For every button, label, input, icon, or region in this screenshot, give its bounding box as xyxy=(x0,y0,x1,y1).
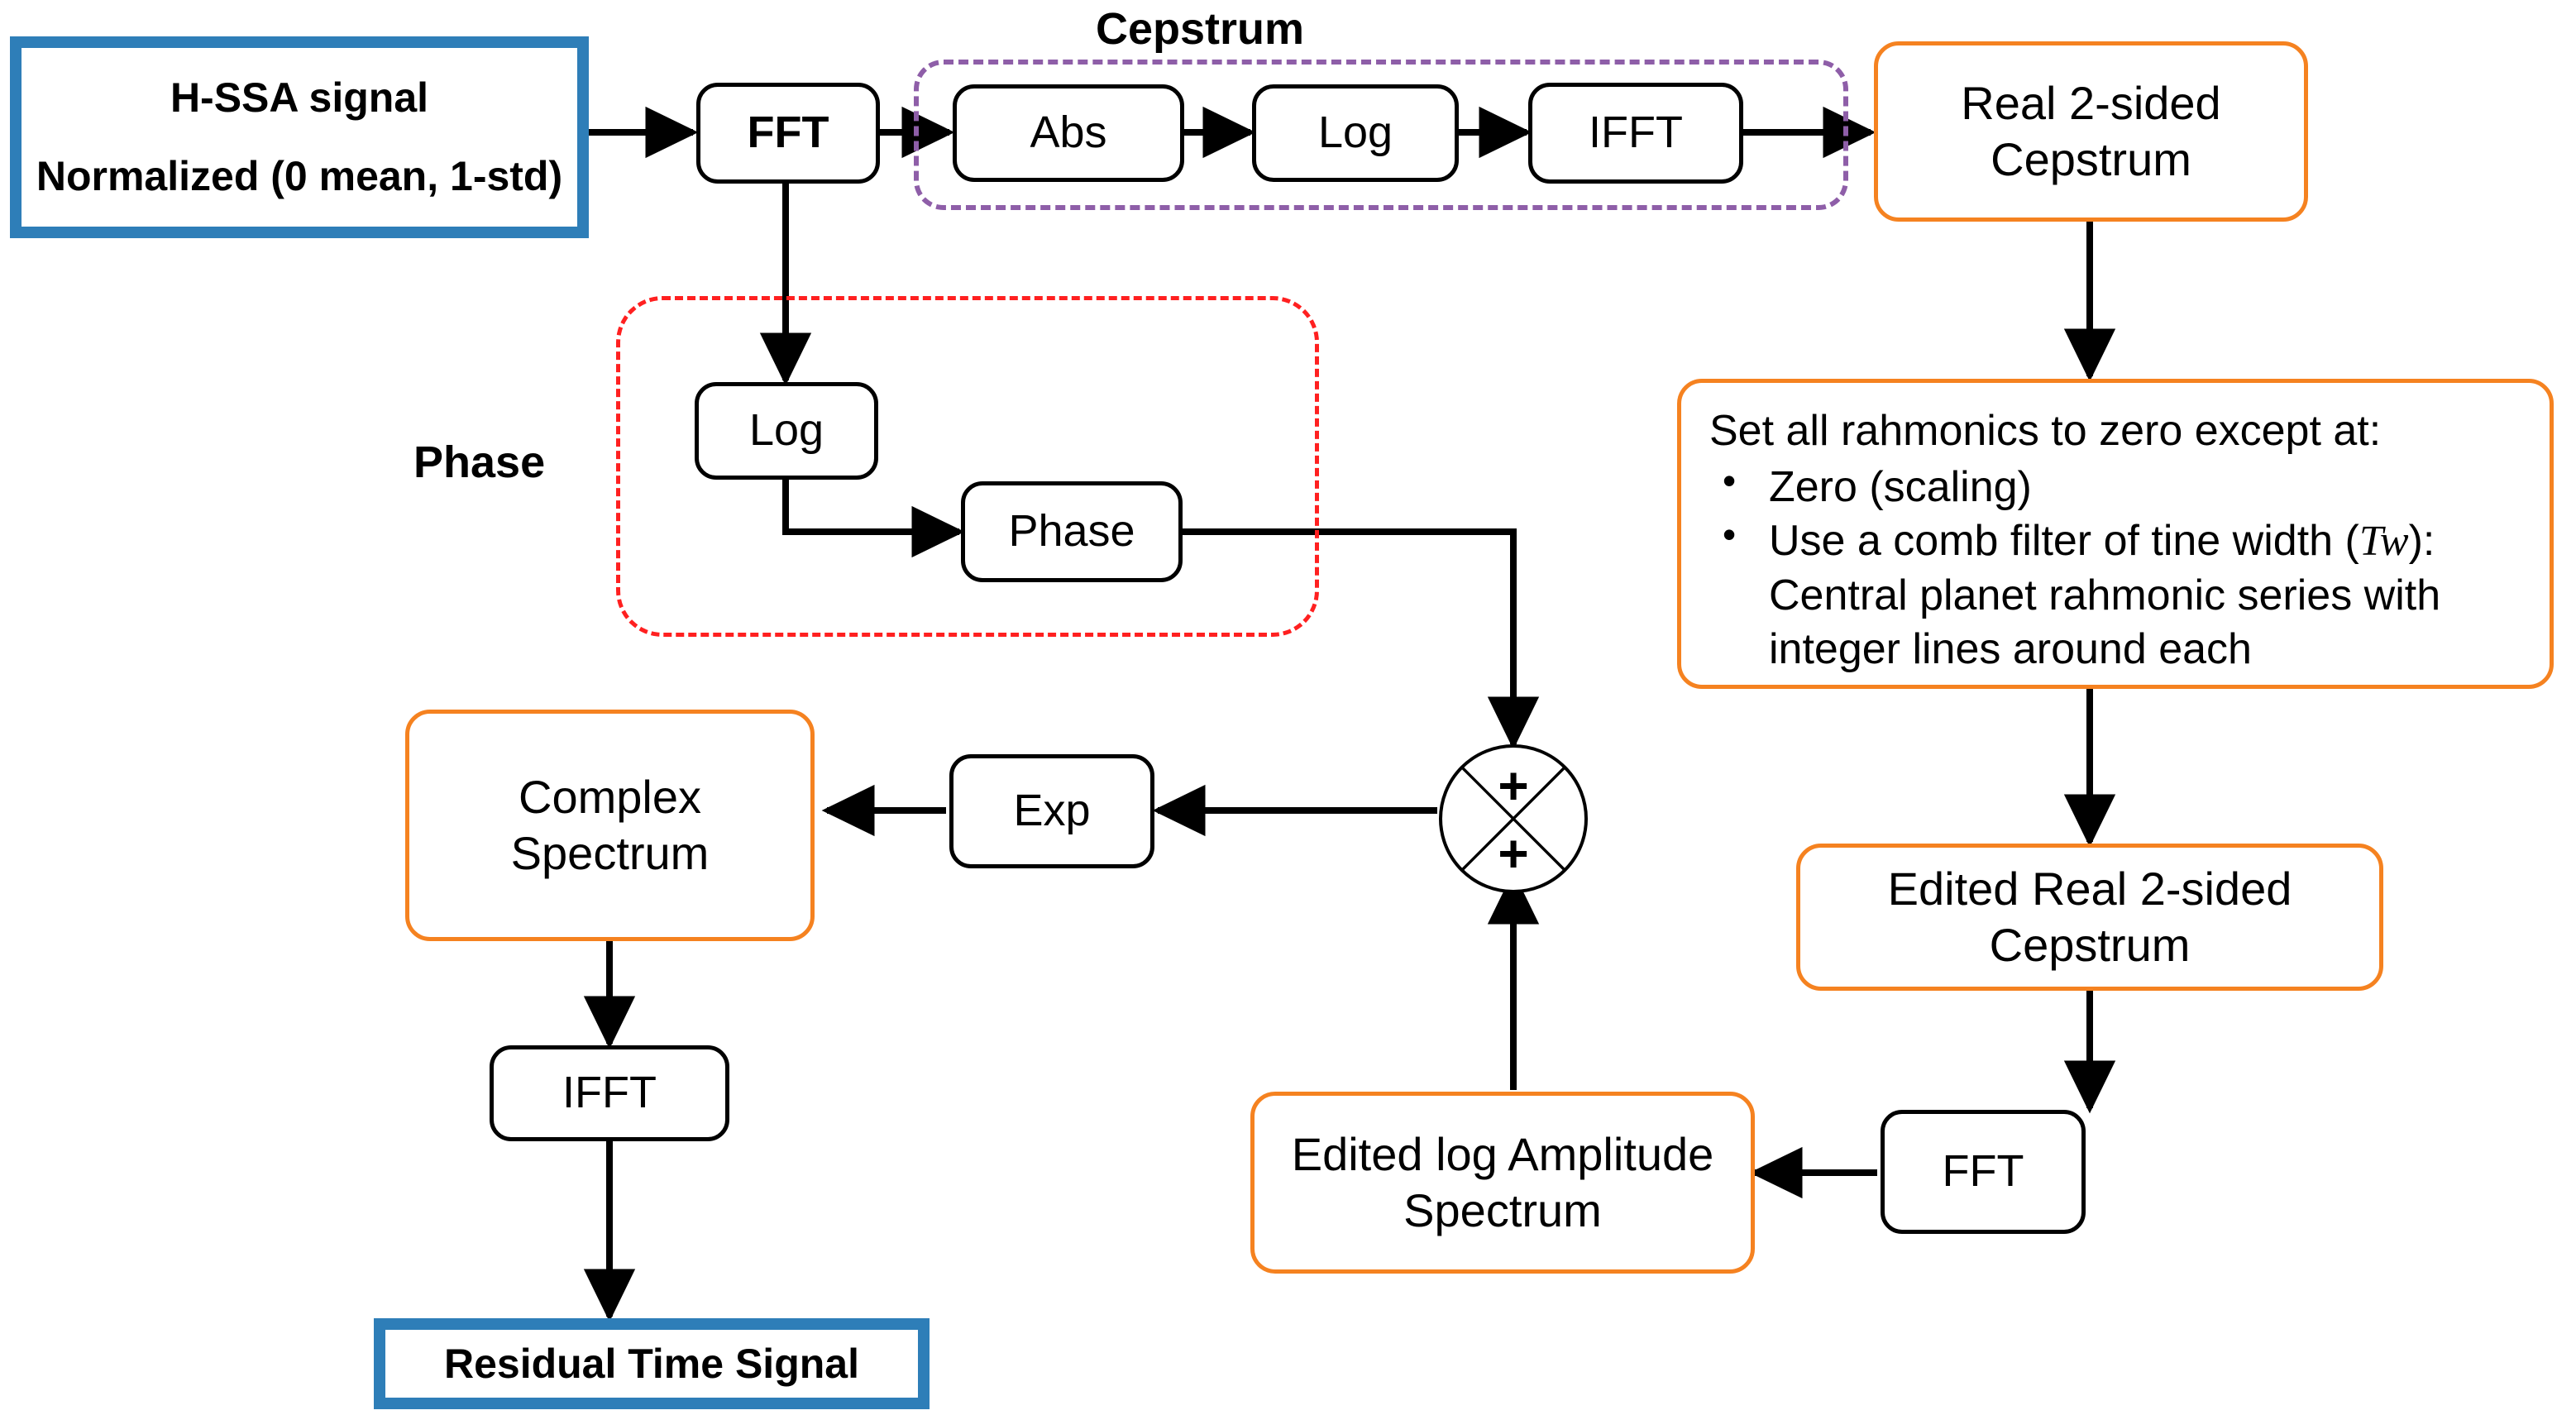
log-cepstrum-label: Log xyxy=(1317,108,1393,158)
node-ifft-output[interactable]: IFFT xyxy=(490,1045,729,1141)
node-log-cepstrum[interactable]: Log xyxy=(1252,84,1459,182)
rahmonics-bullet-1-cont: Central planet rahmonic series with inte… xyxy=(1769,571,2441,674)
summation-plus-top: + xyxy=(1498,756,1529,815)
fft-main-label: FFT xyxy=(747,108,829,158)
rahmonics-bullet-1-after: ): xyxy=(2408,517,2435,566)
ifft-output-label: IFFT xyxy=(562,1068,657,1118)
rahmonics-rule-bullet-0: Zero (scaling) xyxy=(1709,457,2525,515)
complex-spectrum-line1: Complex xyxy=(519,770,701,823)
complex-spectrum-line2: Spectrum xyxy=(510,827,710,879)
rahmonics-rule-list: Zero (scaling) Use a comb filter of tine… xyxy=(1709,457,2525,677)
edited-log-amp-spectrum-line1: Edited log Amplitude xyxy=(1291,1127,1714,1180)
abs-label: Abs xyxy=(1030,108,1107,158)
node-abs[interactable]: Abs xyxy=(953,84,1184,182)
group-cepstrum-label: Cepstrum xyxy=(1096,4,1305,54)
edited-real-2sided-cepstrum-line1: Edited Real 2-sided xyxy=(1887,862,2292,915)
real-2sided-cepstrum-line1: Real 2-sided xyxy=(1961,76,2221,129)
node-rahmonics-rule[interactable]: Set all rahmonics to zero except at: Zer… xyxy=(1677,379,2554,689)
edited-real-2sided-cepstrum-line2: Cepstrum xyxy=(1989,919,2191,971)
rahmonics-bullet-0-text: Zero (scaling) xyxy=(1769,462,2032,511)
node-summation[interactable]: + + xyxy=(1439,744,1588,893)
node-real-2sided-cepstrum[interactable]: Real 2-sided Cepstrum xyxy=(1874,41,2308,222)
node-residual-time-signal[interactable]: Residual Time Signal xyxy=(374,1318,930,1409)
summation-cross-icon xyxy=(1461,767,1565,871)
group-phase xyxy=(616,296,1319,637)
fft-bottom-label: FFT xyxy=(1942,1146,2024,1197)
phase-label: Phase xyxy=(1008,506,1135,557)
input-signal-line1: H-SSA signal xyxy=(170,74,429,121)
node-complex-spectrum[interactable]: Complex Spectrum xyxy=(405,710,815,941)
node-fft-main[interactable]: FFT xyxy=(696,83,880,184)
rahmonics-bullet-1-symbol: Tw xyxy=(2359,518,2409,566)
node-phase[interactable]: Phase xyxy=(961,481,1183,582)
group-cepstrum xyxy=(914,60,1848,210)
rahmonics-rule-lead: Set all rahmonics to zero except at: xyxy=(1709,407,2382,455)
node-edited-real-2sided-cepstrum[interactable]: Edited Real 2-sided Cepstrum xyxy=(1796,844,2383,991)
edited-log-amp-spectrum-line2: Spectrum xyxy=(1403,1184,1602,1236)
node-fft-bottom[interactable]: FFT xyxy=(1881,1110,2086,1234)
rahmonics-bullet-1-before: Use a comb filter of tine width ( xyxy=(1769,517,2359,566)
node-log-phase[interactable]: Log xyxy=(695,382,878,480)
summation-plus-bottom: + xyxy=(1498,824,1529,883)
node-edited-log-amp-spectrum[interactable]: Edited log Amplitude Spectrum xyxy=(1250,1092,1755,1274)
input-signal-line2: Normalized (0 mean, 1-std) xyxy=(36,153,563,199)
log-phase-label: Log xyxy=(748,405,824,456)
ifft-cepstrum-label: IFFT xyxy=(1589,108,1683,158)
group-phase-label: Phase xyxy=(413,437,546,487)
node-exp[interactable]: Exp xyxy=(949,754,1154,868)
real-2sided-cepstrum-line2: Cepstrum xyxy=(1991,133,2191,185)
node-ifft-cepstrum[interactable]: IFFT xyxy=(1528,83,1743,184)
exp-label: Exp xyxy=(1013,786,1091,836)
rahmonics-rule-bullet-1: Use a comb filter of tine width (Tw): Ce… xyxy=(1709,511,2525,677)
node-input-signal[interactable]: H-SSA signal Normalized (0 mean, 1-std) xyxy=(10,36,589,238)
residual-time-signal-label: Residual Time Signal xyxy=(443,1340,859,1387)
